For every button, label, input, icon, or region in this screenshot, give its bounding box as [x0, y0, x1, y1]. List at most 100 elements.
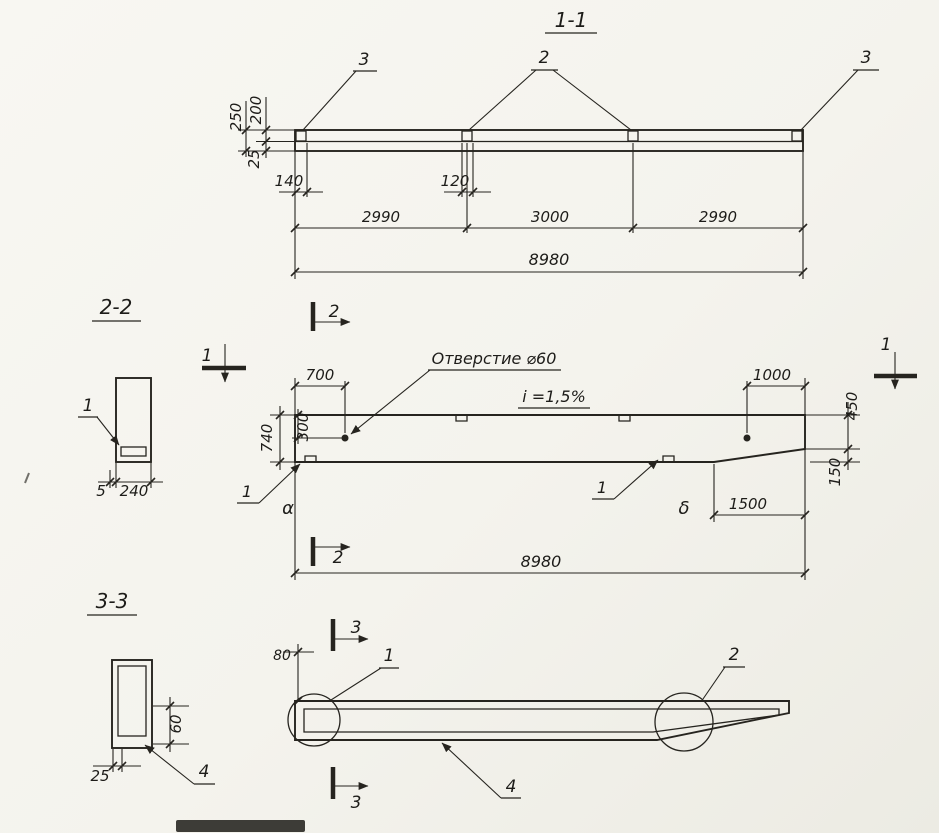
dim-450-text: 450: [843, 392, 861, 421]
dim-80-text: 80: [273, 648, 291, 664]
section-3-3-dim-60: 60: [153, 697, 189, 752]
view-1-1: 1-1 3 2 3: [227, 8, 879, 279]
slope-note: i =1,5%: [518, 387, 590, 409]
dim-700-text: 700: [306, 366, 335, 384]
profile-callout-4-text: 4: [506, 777, 517, 797]
section-2-2-inner-plate: [120, 446, 147, 457]
view-1-1-title: 1-1: [545, 8, 597, 34]
dim-240-text: 240: [120, 482, 149, 500]
view-1-1-title-text: 1-1: [555, 8, 588, 32]
dim-total-8980: 8980: [290, 250, 808, 277]
callout-plate-mid: 2: [539, 48, 550, 68]
section-3-3-dim-25: 25: [90, 749, 141, 785]
profile-inner-shape: [303, 708, 780, 733]
scan-speck: [24, 472, 30, 484]
profile-callout-4: 4: [441, 742, 521, 799]
dim-740-text: 740: [258, 424, 276, 453]
callout-1-bottom-left: 1: [237, 463, 301, 504]
cut-2-top-label: 2: [329, 302, 340, 322]
detail-circle-2: 2: [654, 645, 745, 752]
profile-view: 3 80 1 2 4: [273, 618, 790, 813]
dim-spans: 2990 3000 2990: [290, 143, 808, 279]
beam-elevation: [294, 129, 804, 152]
section-cut-2-top: 2: [310, 302, 351, 331]
profile-outer-shape: [294, 700, 790, 741]
cut-1-right-label: 1: [881, 335, 892, 355]
dim-25-text: 25: [90, 767, 109, 785]
node-label-b: δ: [678, 498, 689, 519]
detail-1-label: 1: [384, 646, 395, 666]
scan-smudge: [176, 820, 305, 832]
detail-2-label: 2: [729, 645, 740, 665]
plate-mark-bottom-2: [662, 455, 675, 461]
section-2-2-callout-1: 1: [78, 396, 120, 446]
dim-250: 250: [227, 103, 245, 132]
callout-1-text: 1: [83, 396, 94, 416]
dim-140: 140: [275, 143, 323, 197]
dim-200: 200: [247, 96, 265, 125]
section-cut-3-bottom: 3: [330, 767, 369, 813]
section-cut-3-top: 3: [330, 618, 369, 651]
dim-5-text: 5: [96, 482, 106, 500]
dim-span-1-text: 2990: [362, 208, 400, 226]
dim-1000-text: 1000: [753, 366, 791, 384]
section-cut-1-right: 1: [874, 335, 917, 390]
dim-300-text: 300: [294, 413, 312, 442]
dim-140-text: 140: [275, 172, 304, 190]
left-height-dimensions: 200 250 25: [227, 96, 294, 169]
dim-plan-total-text: 8980: [521, 552, 562, 571]
plan-view: 2 2 1 1 Отверстие ⌀60: [202, 302, 917, 580]
dim-1500-text: 1500: [729, 495, 767, 513]
callout-1-left-text: 1: [242, 482, 252, 501]
callout-plate-left: 3: [359, 50, 370, 70]
callout-1-right-text: 1: [597, 478, 607, 497]
dim-span-2-text: 3000: [531, 208, 569, 226]
dim-60-text: 60: [167, 714, 185, 733]
dim-plan-total-8980: 8980: [290, 552, 810, 578]
beam-outline: [294, 129, 804, 152]
callout-1-bottom-right: 1: [592, 459, 659, 500]
detail-circle-1-ring: [287, 693, 341, 747]
section-3-3-title-text: 3-3: [96, 589, 129, 613]
hole-right: [743, 434, 751, 442]
dim-span-3-text: 2990: [699, 208, 737, 226]
section-2-2-title-text: 2-2: [100, 295, 133, 319]
beam-plan-shape: [294, 414, 806, 463]
callout-4-text: 4: [199, 762, 210, 782]
section-2-2-dims: 5 240: [96, 463, 163, 500]
dim-left-740-300: 740 300: [258, 406, 342, 470]
section-3-3-callout-4: 4: [144, 744, 215, 785]
dim-1000: 1000: [742, 366, 810, 433]
beam-plan-outline: [294, 414, 806, 463]
detail-circle-1: 1: [287, 646, 399, 747]
callout-plate-right: 3: [861, 48, 872, 68]
plate-mark-top-1: [455, 416, 468, 422]
plate-callouts: 3 2 3: [302, 48, 879, 131]
detail-circle-2-ring: [654, 692, 714, 752]
slope-note-text: i =1,5%: [522, 387, 586, 406]
extension-lines: [294, 378, 806, 580]
embedded-plate: [461, 130, 473, 142]
embedded-plate: [295, 130, 307, 142]
section-3-3-cavity: [117, 665, 147, 737]
cut-2-bottom-label: 2: [333, 548, 344, 568]
dim-80: 80: [273, 644, 314, 706]
dim-120-text: 120: [441, 172, 470, 190]
cut-3-bottom-label: 3: [351, 793, 362, 813]
dim-right-450-150: 450 150: [806, 392, 861, 487]
plate-mark-top-2: [618, 416, 631, 422]
plate-mark-bottom-1: [304, 455, 317, 461]
dim-total-text: 8980: [529, 250, 570, 269]
cut-1-left-label: 1: [202, 346, 213, 366]
scan-artifacts: [24, 472, 305, 832]
node-label-a: α: [282, 498, 294, 519]
dim-1500: 1500: [709, 464, 810, 522]
dim-25: 25: [245, 149, 263, 168]
embedded-plate: [791, 130, 803, 142]
embedded-plate: [627, 130, 639, 142]
section-3-3: 3-3 60 25 4: [87, 589, 215, 785]
section-2-2-outline: [115, 377, 152, 463]
dim-150-text: 150: [826, 458, 844, 487]
